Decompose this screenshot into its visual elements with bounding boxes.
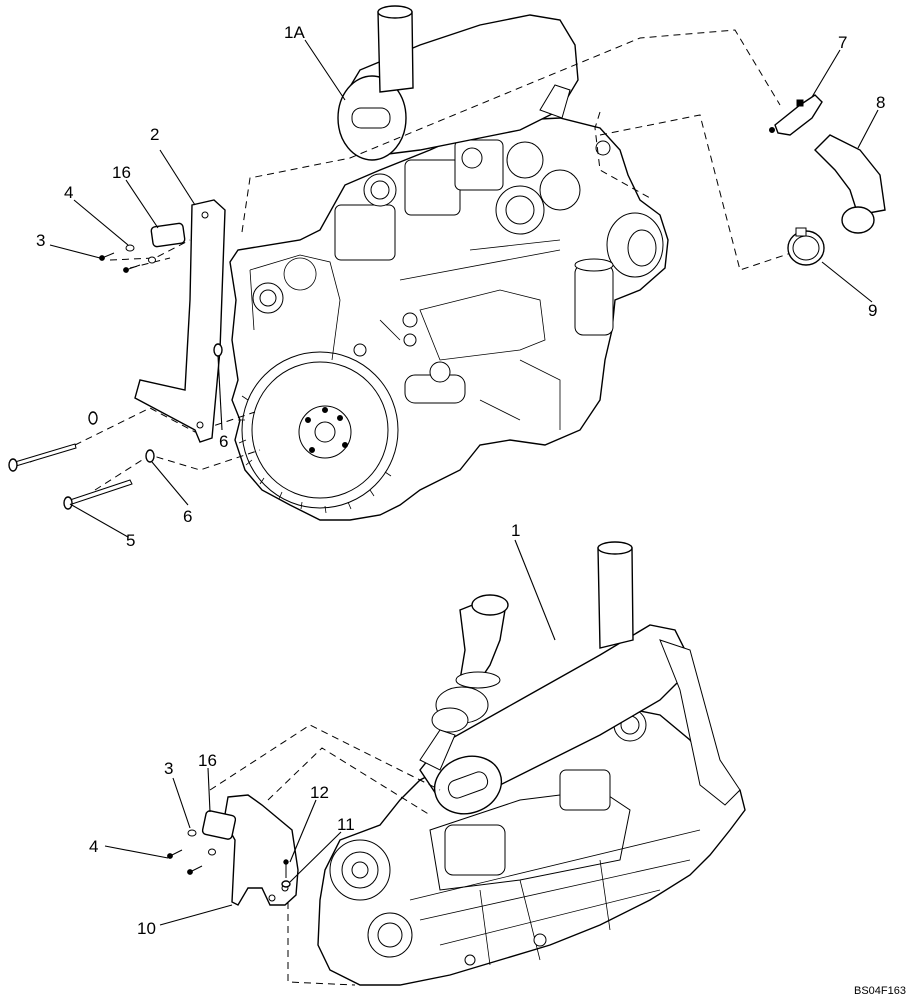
bracket-10 (223, 794, 299, 906)
callout-labels: 1A 2 16 4 3 6 6 5 7 8 9 1 3 16 4 12 11 1… (36, 23, 906, 997)
bolt-5-lower (63, 479, 133, 510)
callout-1A: 1A (284, 23, 305, 42)
dash-bracket10-mid (267, 747, 431, 816)
callout-12: 12 (310, 783, 329, 802)
dash-1A-to-7 (241, 29, 781, 233)
washer-3-bottom (187, 829, 197, 837)
washer-11 (281, 880, 291, 888)
muffler-1 (419, 541, 741, 815)
callout-3-top: 3 (36, 231, 45, 250)
callout-6-left: 6 (219, 432, 228, 451)
callout-10: 10 (137, 919, 156, 938)
spacer-16-top (150, 222, 186, 248)
callout-9: 9 (868, 301, 877, 320)
dash-bracket10-lower (287, 890, 356, 986)
callout-1: 1 (511, 521, 520, 540)
engine-top (229, 117, 669, 521)
callout-11: 11 (337, 815, 355, 834)
callout-4-top: 4 (64, 183, 73, 202)
figure-id: BS04F163 (854, 985, 906, 997)
hose-8 (814, 134, 886, 234)
engine-bottom (317, 704, 746, 986)
callout-16-top: 16 (112, 163, 131, 182)
callout-2: 2 (150, 125, 159, 144)
dash-turbo-to-9 (594, 111, 801, 271)
washer-6-lower (145, 449, 155, 463)
callout-6-bottom: 6 (183, 507, 192, 526)
bolt-5-upper (8, 443, 77, 472)
bracket-2 (134, 199, 226, 443)
callout-3-bottom: 3 (164, 759, 173, 778)
dash-bracket-upper (109, 239, 191, 261)
dash-bolt-lower (94, 449, 261, 491)
intake-pipe (431, 594, 509, 733)
spacer-16-bottom (201, 810, 237, 840)
elbow-7 (769, 94, 823, 136)
washer-6-upper (213, 343, 223, 357)
callout-5: 5 (126, 531, 135, 550)
washer-4-top (125, 244, 135, 252)
bottom-view (167, 541, 746, 986)
top-view (8, 5, 886, 521)
clamp-9 (787, 227, 825, 266)
leader-lines (49, 39, 879, 926)
muffler-1A (337, 5, 579, 161)
callout-8: 8 (876, 93, 885, 112)
callout-16-bottom: 16 (198, 751, 217, 770)
callout-4-bottom: 4 (89, 837, 98, 856)
bolt-4-bottom (167, 853, 173, 859)
callout-7: 7 (838, 33, 847, 52)
dash-bracket10-upper (209, 724, 441, 791)
washer-6-mid (88, 411, 98, 425)
